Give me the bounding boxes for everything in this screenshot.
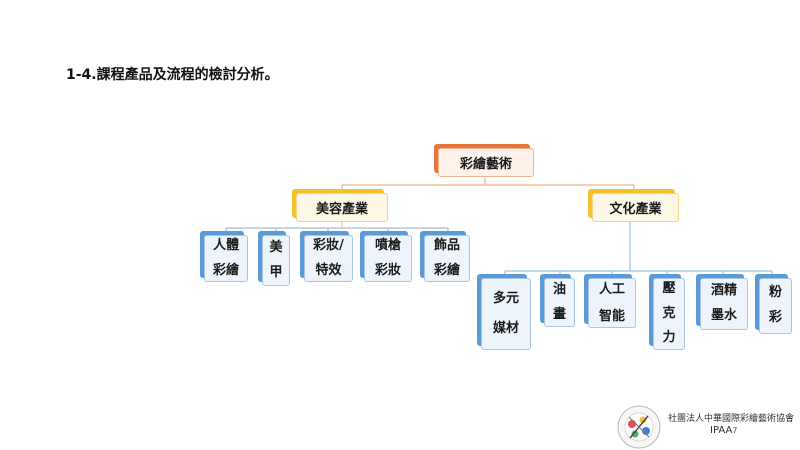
root-node: 彩繪藝術	[438, 148, 534, 177]
leaf-node-oil-painting: 油 畫	[544, 278, 575, 327]
leaf-text: 粉	[768, 285, 782, 301]
page-title: 1-4.課程產品及流程的檢討分析。	[66, 67, 279, 83]
leaf-text: 壓	[662, 280, 676, 296]
branch-node-culture-industry: 文化產業	[592, 193, 679, 222]
leaf-node-pastel: 粉 彩	[759, 278, 792, 334]
leaf-text: 墨水	[710, 308, 737, 323]
org-abbr: IPAA	[710, 425, 733, 436]
leaf-text: 人工	[598, 281, 625, 297]
leaf-node-nail-art: 美 甲	[262, 235, 290, 286]
leaf-text: 噴槍	[374, 237, 401, 253]
leaf-text: 力	[662, 330, 676, 346]
leaf-text: 媒材	[492, 321, 519, 336]
leaf-text: 多元	[492, 291, 519, 307]
page-number: 7	[732, 426, 738, 435]
leaf-text: 彩繪	[212, 262, 239, 278]
leaf-text: 彩	[768, 310, 782, 325]
leaf-text: 彩妝	[374, 262, 401, 278]
leaf-node-makeup-effects: 彩妝/ 特效	[304, 235, 353, 282]
leaf-text: 飾品	[433, 237, 460, 253]
leaf-text: 克	[662, 305, 676, 321]
leaf-text: 油	[552, 281, 566, 297]
leaf-node-body-painting: 人體 彩繪	[204, 235, 248, 282]
branch-label: 文化產業	[609, 202, 662, 217]
leaf-node-acrylic: 壓 克 力	[653, 278, 685, 350]
leaf-node-ai: 人工 智能	[588, 278, 636, 328]
branch-label: 美容產業	[315, 202, 368, 217]
leaf-node-mixed-media: 多元 媒材	[481, 278, 531, 350]
leaf-text: 彩繪	[433, 262, 460, 278]
leaf-text: 畫	[552, 306, 566, 322]
leaf-text: 特效	[315, 262, 342, 278]
leaf-text: 酒精	[710, 283, 737, 299]
leaf-node-accessory-painting: 飾品 彩繪	[424, 235, 470, 282]
org-logo-icon	[617, 405, 661, 449]
branch-node-beauty-industry: 美容產業	[296, 193, 388, 222]
leaf-text: 美	[269, 239, 283, 255]
leaf-node-alcohol-ink: 酒精 墨水	[700, 278, 748, 330]
org-name: 社團法人中華國際彩繪藝術協會	[668, 414, 795, 424]
org-footer: IPAA7	[710, 425, 737, 436]
leaf-text: 人體	[212, 237, 239, 253]
leaf-text: 智能	[598, 309, 625, 324]
root-label: 彩繪藝術	[459, 157, 512, 172]
leaf-text: 甲	[269, 264, 283, 280]
leaf-text: 彩妝/	[313, 237, 344, 253]
leaf-node-airbrush-makeup: 噴槍 彩妝	[364, 235, 412, 282]
